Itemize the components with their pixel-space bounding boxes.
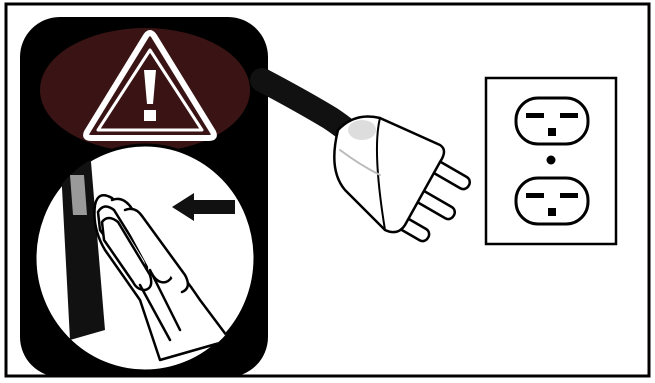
warning-glow: [40, 28, 250, 152]
wall-outlet-icon: [486, 78, 616, 244]
outlet-screw: [547, 156, 556, 165]
hand-on-device-inset: [35, 145, 255, 371]
outlet-receptacle-bottom: [516, 178, 588, 224]
outlet-receptacle-top: [516, 98, 588, 144]
